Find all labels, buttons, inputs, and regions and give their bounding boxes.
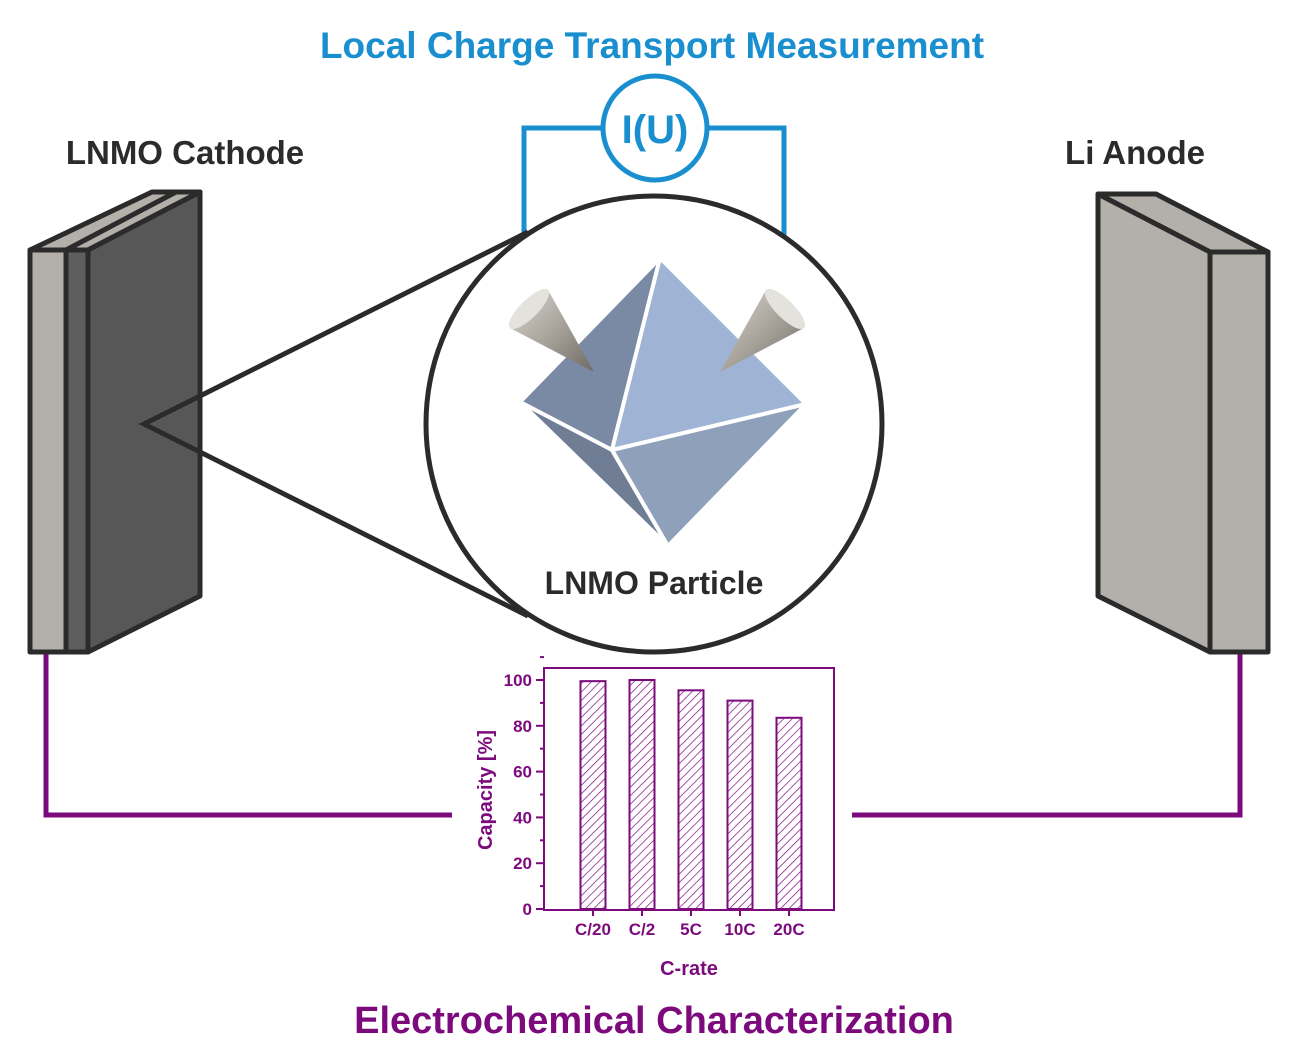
x-tick-label: 10C [724,920,755,939]
bar-c-20 [579,680,607,911]
bar-series [579,679,803,911]
x-tick-label: C/20 [575,920,611,939]
x-axis-ticks: C/20 C/2 5C 10C 20C [575,910,805,939]
y-tick-label: 100 [504,671,532,690]
probe-tip-right [720,288,806,372]
y-tick-label: 80 [513,717,532,736]
anode-plate [1095,191,1271,655]
x-tick-label: C/2 [629,920,655,939]
cathode-label: LNMO Cathode [66,134,304,171]
ammeter-symbol: I(U) [600,73,710,183]
particle-label: LNMO Particle [545,565,764,601]
x-tick-label: 20C [773,920,804,939]
zoom-lines [138,229,530,619]
y-tick-label: 60 [513,763,532,782]
bar-20c [775,716,803,910]
y-axis-label: Capacity [%] [475,730,497,850]
capacity-bar-chart: 0 20 40 60 80 100 C/20 C/2 5C 10C 20C C-rate Capa… [475,656,835,980]
electrochemical-circuit [43,652,1243,818]
y-tick-label: 40 [513,808,532,827]
y-tick-label: 0 [523,900,532,919]
probe-tip-left [508,288,594,372]
y-axis-ticks: 0 20 40 60 80 100 [504,656,544,919]
meter-label: I(U) [622,108,689,152]
y-tick-label: 20 [513,854,532,873]
bar-5c [677,689,705,910]
bar-c-2 [628,679,656,910]
anode-label: Li Anode [1065,134,1205,171]
bar-10c [726,699,754,910]
particle-octahedron [518,256,808,548]
top-title: Local Charge Transport Measurement [320,25,984,66]
cathode-plate [27,189,203,655]
x-tick-label: 5C [680,920,702,939]
bottom-title: Electrochemical Characterization [354,1000,954,1042]
x-axis-label: C-rate [660,958,718,980]
